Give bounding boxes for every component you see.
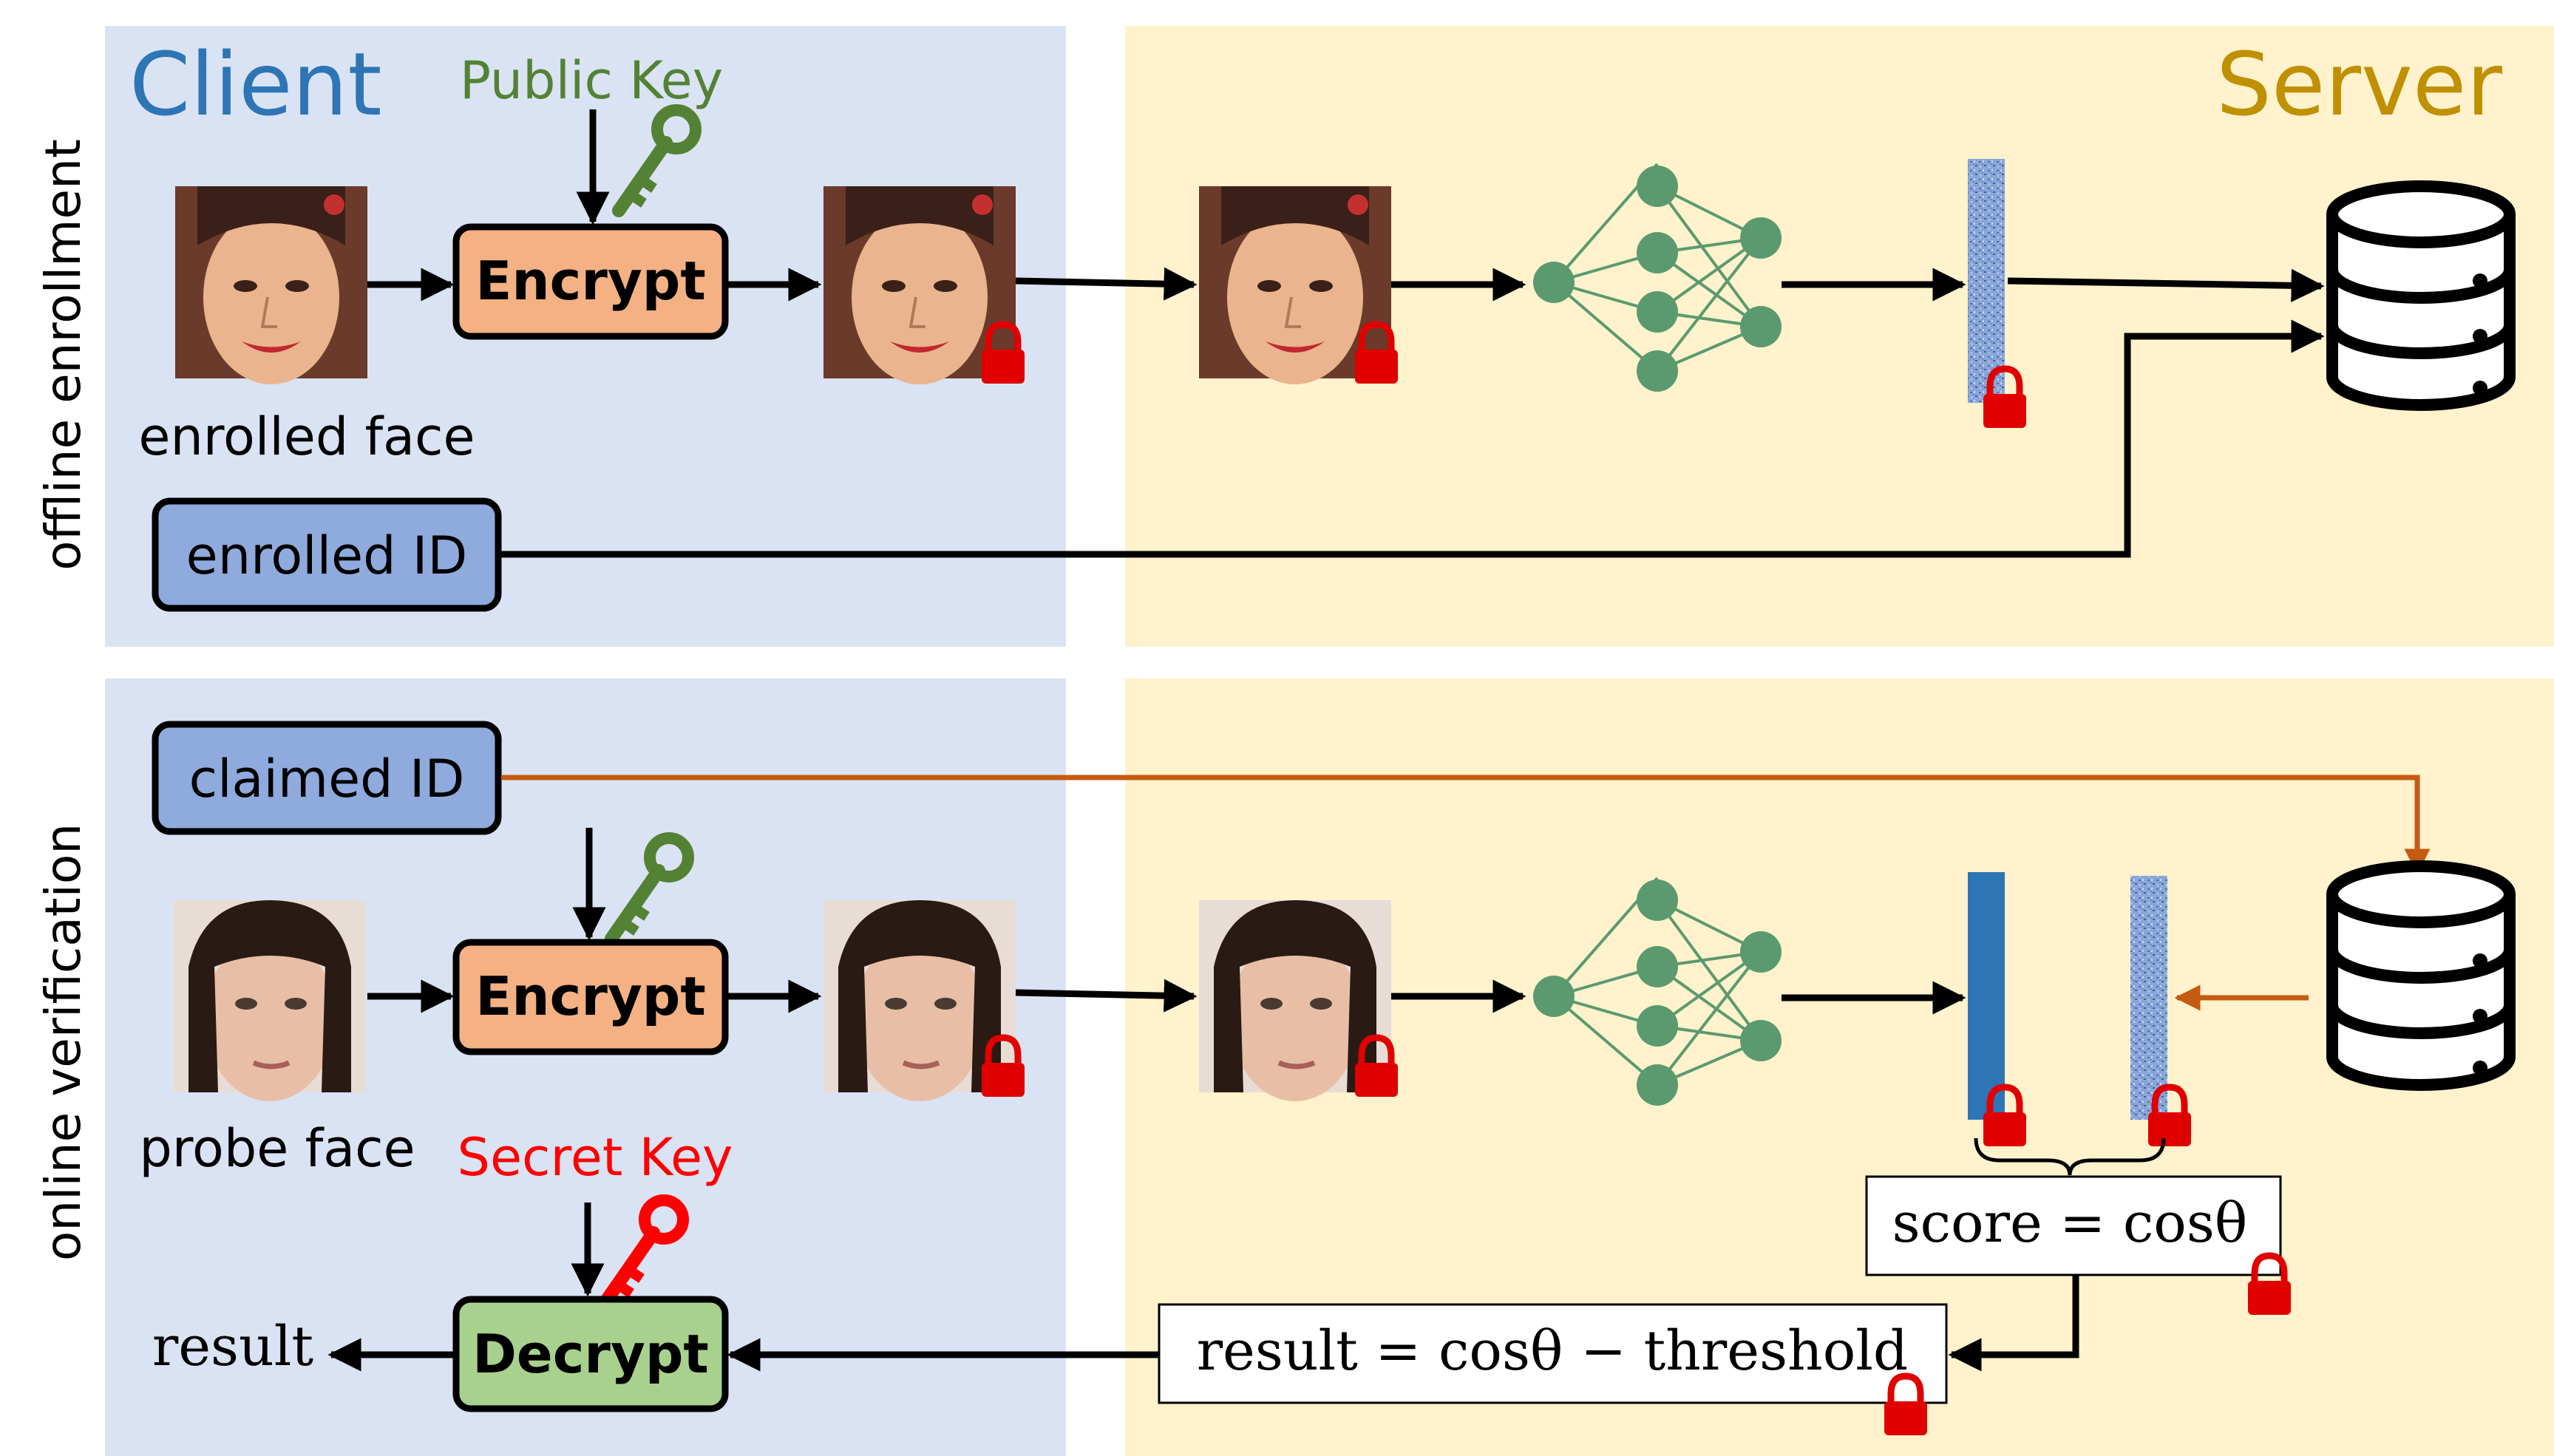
enrolled-embedding-online	[2130, 876, 2167, 1120]
encrypt-box-offline	[452, 223, 729, 340]
arrow-score-result	[1948, 1275, 2079, 1372]
enrolled-id-label: enrolled ID	[186, 525, 468, 586]
enrolled-id-box	[152, 497, 502, 612]
arrow-client-server-online	[1015, 979, 1198, 1013]
claimed-id-box	[152, 721, 502, 835]
arrow-enrolled-id-db	[501, 319, 2325, 558]
public-key-label: Public Key	[460, 50, 723, 111]
decrypt-label: Decrypt	[472, 1323, 709, 1385]
row-label-online: online verification	[35, 823, 92, 1261]
result-formula: result = cosθ − threshold	[1197, 1319, 1909, 1383]
arrow-client-server-offline	[1015, 267, 1198, 301]
score-formula: score = cosθ	[1892, 1191, 2248, 1255]
claimed-id-label: claimed ID	[189, 749, 465, 809]
encrypt-box-online	[452, 939, 729, 1055]
database-icon	[2332, 866, 2510, 1085]
encrypt-label-online: Encrypt	[475, 965, 706, 1027]
score-box	[1865, 1175, 2282, 1276]
enrolled-face-caption: enrolled face	[138, 406, 475, 467]
database-icon	[2332, 186, 2510, 405]
row-label-offline: offline enrollment	[35, 139, 92, 571]
arrow-embedding-db-offline	[2007, 268, 2325, 302]
client-title: Client	[129, 33, 382, 135]
server-title: Server	[2216, 33, 2502, 135]
comparison-brace	[1974, 1137, 2166, 1176]
face-image	[174, 900, 366, 1101]
result-caption: result	[152, 1315, 313, 1378]
secret-key-label: Secret Key	[458, 1127, 733, 1188]
encrypted-embedding-offline	[1968, 159, 2005, 403]
face-image	[174, 185, 369, 386]
probe-embedding	[1968, 872, 2005, 1120]
arrow-claimed-id-db	[501, 775, 2431, 875]
encrypt-label-offline: Encrypt	[475, 250, 706, 312]
probe-face-caption: probe face	[139, 1118, 415, 1179]
